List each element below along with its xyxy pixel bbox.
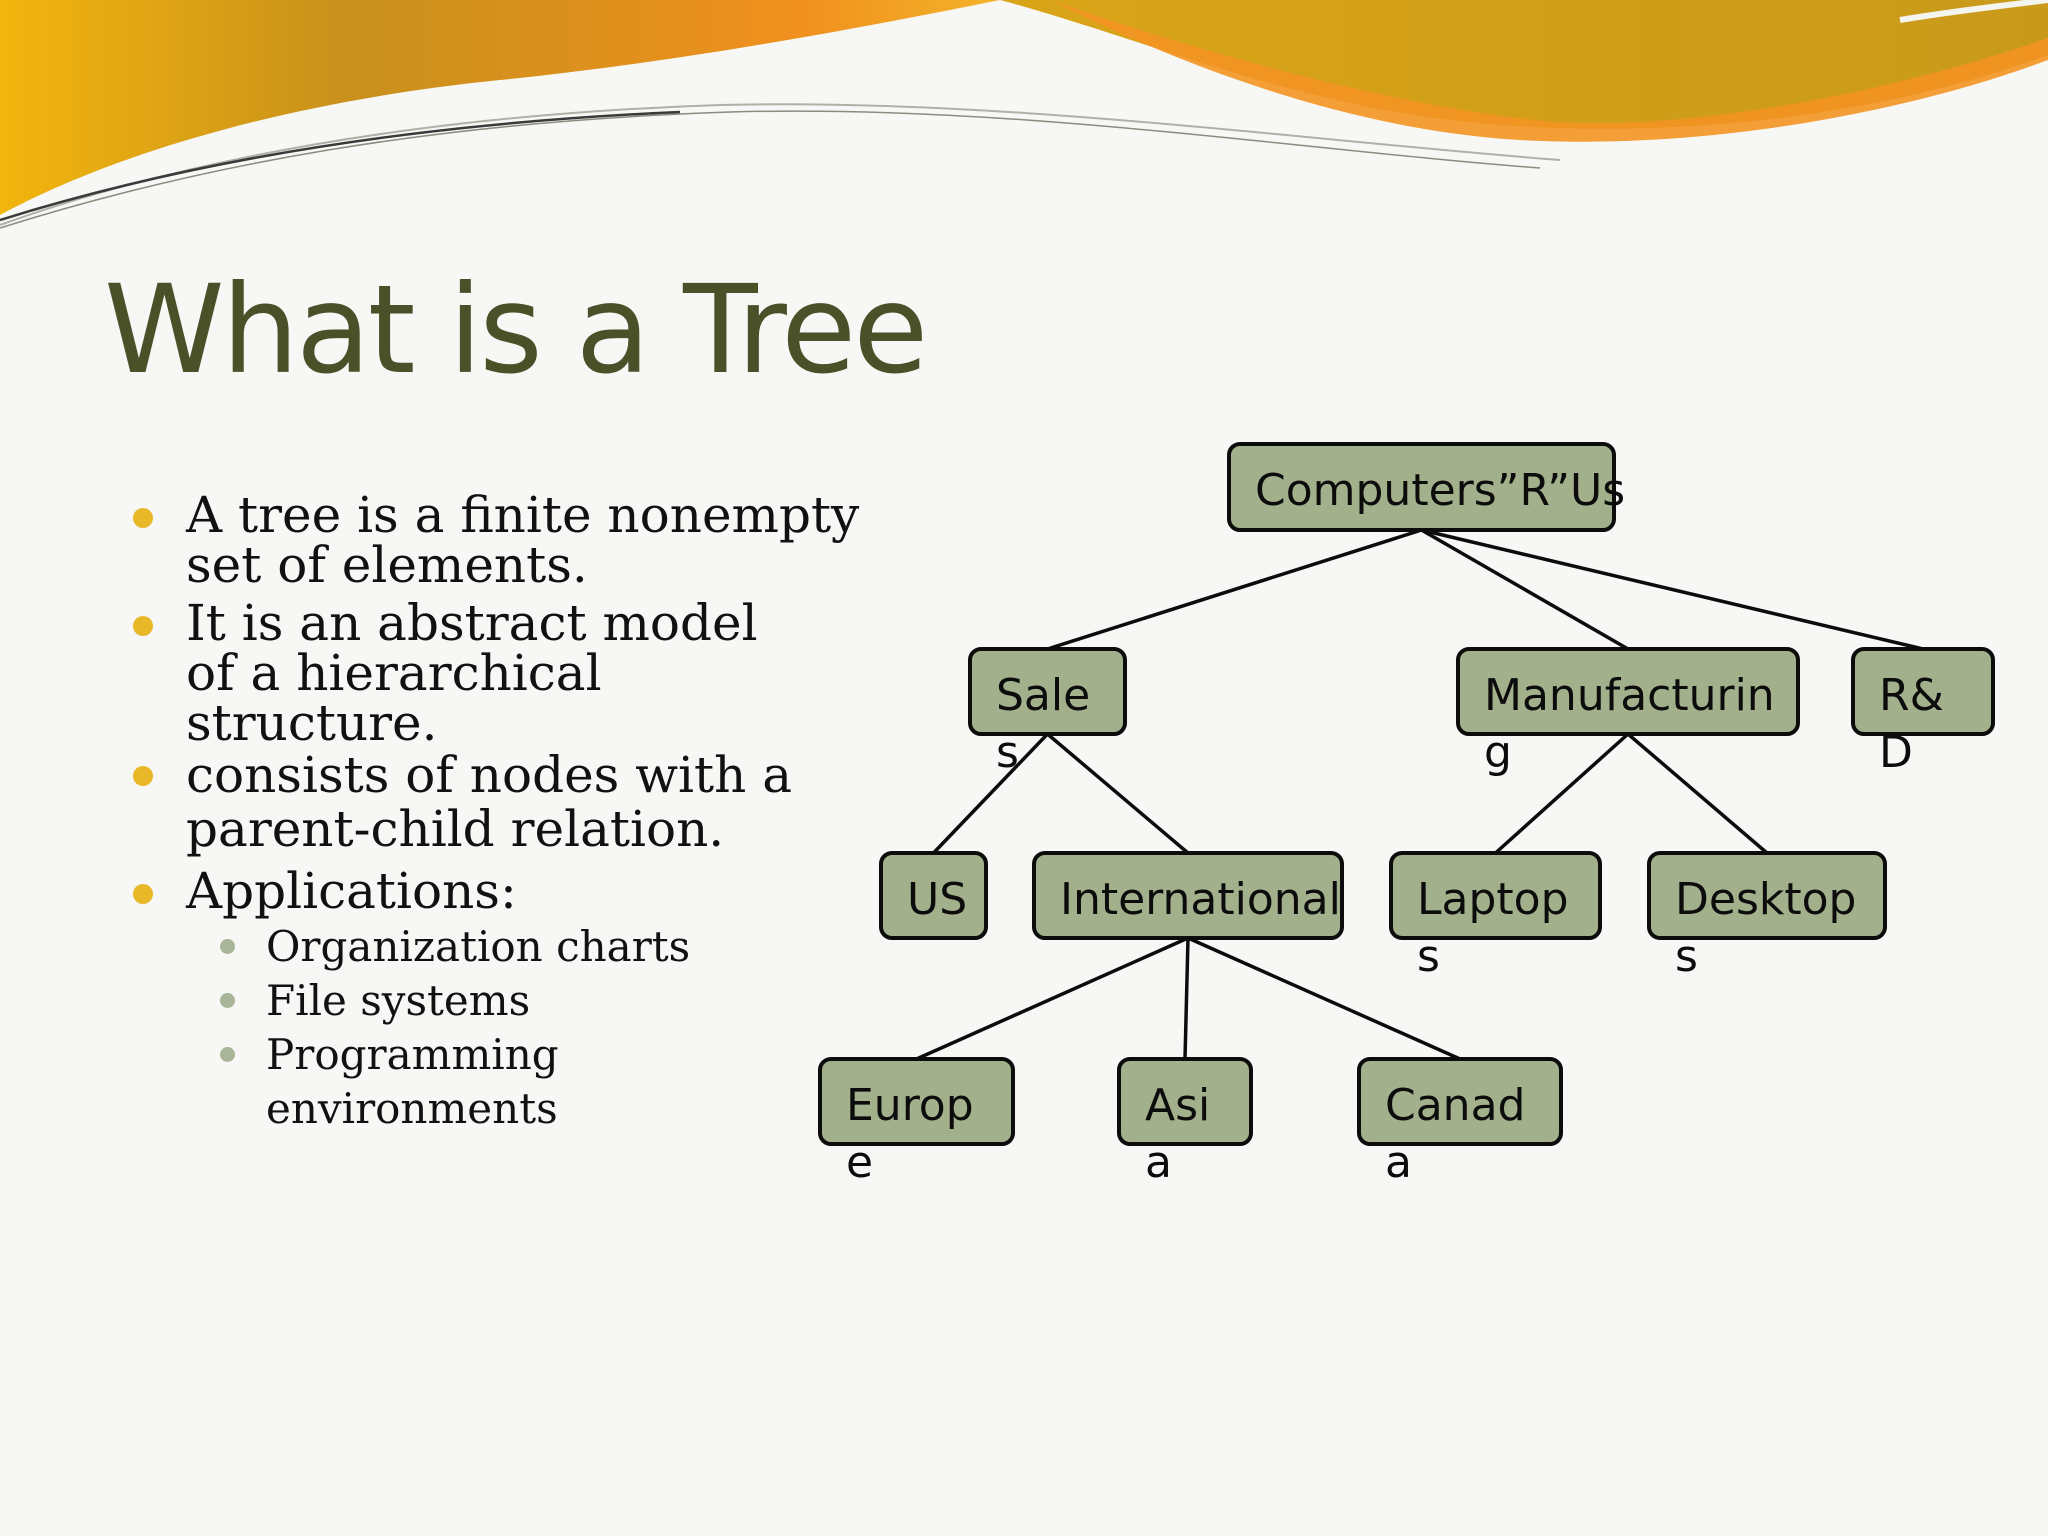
tree-node-label: g	[1484, 727, 1512, 778]
tree-node-rd: R&D	[1853, 649, 1993, 778]
tree-node-label: Asi	[1145, 1080, 1210, 1131]
tree-node-label: Sale	[996, 670, 1090, 721]
tree-node-label: International	[1060, 874, 1341, 925]
tree-node-label: a	[1385, 1137, 1412, 1188]
tree-node-label: s	[1675, 931, 1698, 982]
tree-node-label: s	[996, 727, 1019, 778]
tree-node-label: Manufacturin	[1484, 670, 1775, 721]
tree-node-label: Desktop	[1675, 874, 1856, 925]
tree-node-label: s	[1417, 931, 1440, 982]
tree-edge-international-europe	[917, 938, 1189, 1059]
tree-node-desktops: Desktop s	[1649, 853, 1885, 982]
tree-node-root: Computers”R”Us	[1229, 444, 1625, 530]
tree-node-sales: Sale s	[970, 649, 1125, 778]
tree-node-label: US	[907, 874, 967, 925]
tree-edge-manufacturing-laptops	[1496, 734, 1629, 853]
tree-node-asia: Asi a	[1119, 1059, 1251, 1188]
tree-node-canada: Canad a	[1359, 1059, 1561, 1188]
tree-node-laptops: Laptop s	[1391, 853, 1600, 982]
tree-edge-root-sales	[1048, 530, 1422, 649]
tree-node-label: Europ	[846, 1080, 974, 1131]
tree-node-label: e	[846, 1137, 873, 1188]
tree-node-label: Laptop	[1417, 874, 1569, 925]
tree-edge-root-manufacturing	[1422, 530, 1629, 649]
tree-node-label: Canad	[1385, 1080, 1525, 1131]
tree-edge-international-asia	[1185, 938, 1188, 1059]
tree-node-international: International	[1034, 853, 1342, 938]
tree-edge-manufacturing-desktops	[1628, 734, 1767, 853]
tree-edge-sales-international	[1048, 734, 1189, 853]
tree-node-label: R&	[1879, 670, 1944, 721]
tree-node-label: Computers”R”Us	[1255, 465, 1625, 516]
tree-edge-sales-us	[934, 734, 1048, 853]
tree-node-label: a	[1145, 1137, 1172, 1188]
tree-node-label: D	[1879, 727, 1913, 778]
tree-node-europe: Europ e	[820, 1059, 1013, 1188]
tree-node-manufacturing: Manufacturin g	[1458, 649, 1798, 778]
tree-edge-root-rd	[1422, 530, 1924, 649]
tree-node-us: US	[881, 853, 986, 938]
